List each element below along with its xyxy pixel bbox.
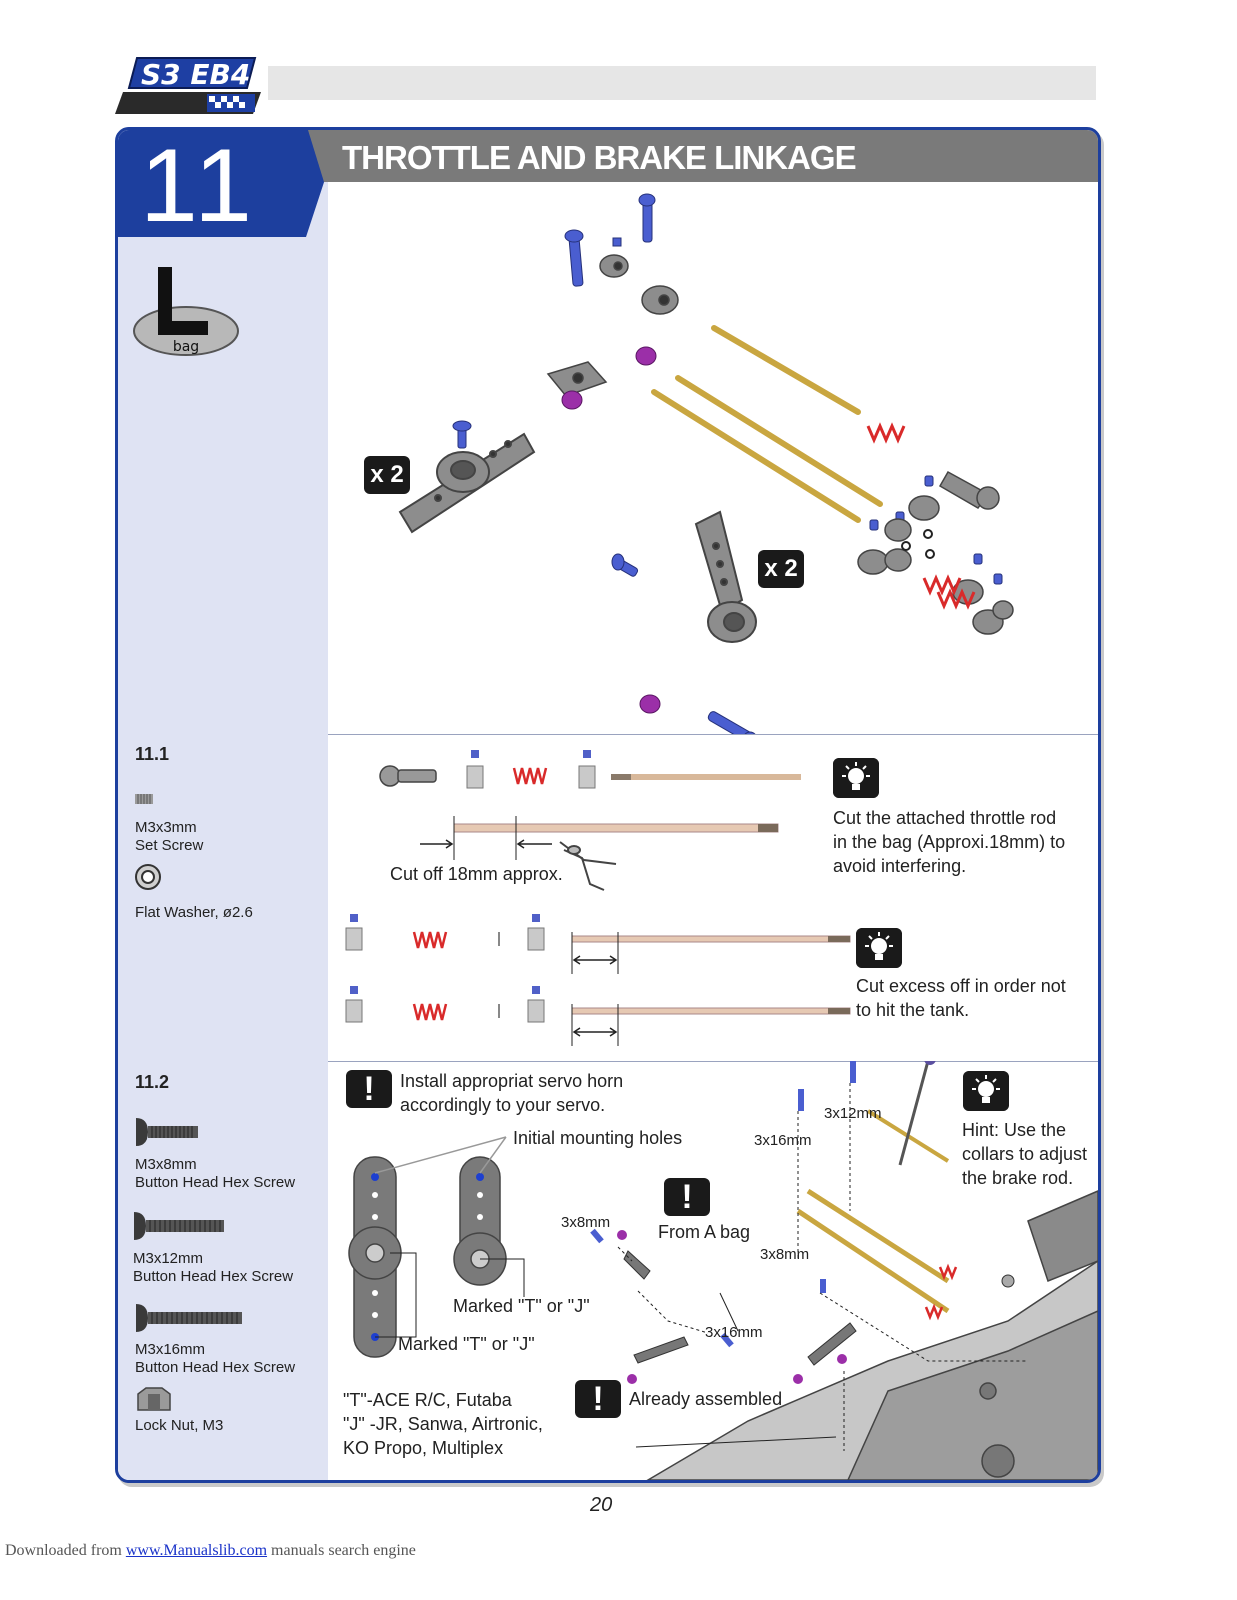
manualslib-link[interactable]: www.Manualslib.com <box>125 1542 268 1559</box>
part-name-m3x3: M3x3mm <box>135 819 197 836</box>
hint-throttle-rod-1: Cut the attached throttle rod <box>833 808 1057 828</box>
servo-horn <box>398 432 536 534</box>
hint-throttle-rod-3: avoid interfering. <box>833 856 967 876</box>
divider-11-2 <box>328 1061 1098 1062</box>
part-desc-m3x12: Button Head Hex Screw <box>133 1268 294 1285</box>
rod-cutting-diagram <box>345 750 851 1046</box>
servo-horn-install-diagram <box>348 1061 1098 1480</box>
pliers-icon <box>559 841 617 891</box>
flat-washer-icon <box>135 864 161 890</box>
hint-bulb-icon <box>856 928 902 968</box>
marked-tj-double: Marked "T" or "J" <box>398 1334 535 1354</box>
title-bar <box>308 130 1098 182</box>
already-assembled-label: Already assembled <box>629 1389 783 1409</box>
section-number-11-1: 11.1 <box>135 744 170 764</box>
dim-3x8mm-right: 3x8mm <box>760 1246 810 1263</box>
part-name-m3x8: M3x8mm <box>135 1156 197 1173</box>
assembly-parts <box>590 1061 1015 1384</box>
gray-collars <box>546 254 1014 635</box>
part-desc-m3x8: Button Head Hex Screw <box>135 1174 296 1191</box>
footer: Downloaded from www.Manualslib.com manua… <box>5 1542 416 1560</box>
brand-list-2: "J" -JR, Sanwa, Airtronic, <box>343 1414 543 1434</box>
part-name-m3x12: M3x12mm <box>133 1250 204 1267</box>
hint-collars-1: Hint: Use the <box>962 1120 1067 1140</box>
qty-badge-brake-arm: x 2 <box>758 550 804 588</box>
logo-text: S3 EB4 <box>141 58 250 91</box>
parts-sidebar <box>118 130 328 1480</box>
blue-screws <box>452 193 1003 734</box>
part-name-lock-nut: Lock Nut, M3 <box>135 1417 224 1434</box>
footer-prefix: Downloaded from <box>5 1542 126 1559</box>
brand-logo: S3 EB4 <box>115 57 261 114</box>
black-washers <box>901 529 935 559</box>
ball-link <box>379 765 437 787</box>
hint-bulb-icon <box>833 758 879 798</box>
step-number-block <box>118 130 328 237</box>
m3x16-screw-icon <box>136 1304 242 1332</box>
hint-cut-excess-2: to hit the tank. <box>856 1000 970 1020</box>
dim-3x16mm-bottom: 3x16mm <box>705 1324 763 1341</box>
servo-horn-double <box>348 1156 402 1358</box>
step-title: THROTTLE AND BRAKE LINKAGE <box>342 139 857 176</box>
step-number: 11 <box>140 128 256 244</box>
part-desc-m3x16: Button Head Hex Screw <box>135 1359 296 1376</box>
hint-bulb-icon <box>963 1071 1009 1111</box>
cut-off-label: Cut off 18mm approx. <box>390 864 563 884</box>
hint-cut-excess-1: Cut excess off in order not <box>856 976 1066 996</box>
from-a-bag-label: From A bag <box>658 1222 751 1242</box>
warning-icon: ! <box>575 1380 621 1418</box>
qty-badge-servo-horn: x 2 <box>364 456 410 494</box>
warning-icon: ! <box>346 1070 392 1108</box>
hint-throttle-rod-2: in the bag (Approxi.18mm) to <box>833 832 1066 852</box>
bag-badge: bag <box>133 267 239 356</box>
brand-list-1: "T"-ACE R/C, Futaba <box>343 1390 512 1410</box>
lock-nut-icon <box>137 1387 171 1411</box>
overview-exploded-diagram <box>398 193 1014 734</box>
divider-11-1 <box>328 734 1098 735</box>
part-name-washer: Flat Washer, ø2.6 <box>135 904 253 921</box>
m3x12-screw-icon <box>134 1212 224 1240</box>
brake-arm <box>694 510 757 643</box>
page-number: 20 <box>590 1494 613 1516</box>
m3x8-screw-icon <box>136 1118 198 1146</box>
warning-icon: ! <box>664 1178 710 1216</box>
marked-tj-single: Marked "T" or "J" <box>453 1296 590 1316</box>
set-screw-icon <box>135 794 153 804</box>
brand-list-3: KO Propo, Multiplex <box>343 1438 504 1458</box>
bag-label: bag <box>173 339 199 355</box>
red-springs <box>866 422 976 610</box>
step-frame: 11 THROTTLE AND BRAKE LINKAGE bag L <box>115 127 1101 1483</box>
warning-install-2: accordingly to your servo. <box>400 1095 606 1115</box>
dim-3x12mm: 3x12mm <box>824 1105 882 1122</box>
initial-holes-label: Initial mounting holes <box>513 1128 683 1148</box>
part-desc-m3x3: Set Screw <box>135 837 204 854</box>
dim-3x8mm-left: 3x8mm <box>561 1214 611 1231</box>
header-bar <box>268 66 1096 100</box>
hint-collars-2: collars to adjust <box>962 1144 1088 1164</box>
dim-3x16mm-top: 3x16mm <box>754 1132 812 1149</box>
gold-rods <box>651 325 883 523</box>
part-name-m3x16: M3x16mm <box>135 1341 206 1358</box>
purple-collars <box>561 346 661 714</box>
warning-install-1: Install appropriat servo horn <box>400 1071 624 1091</box>
section-number-11-2: 11.2 <box>135 1072 170 1092</box>
hint-collars-3: the brake rod. <box>962 1168 1074 1188</box>
footer-suffix: manuals search engine <box>267 1542 416 1559</box>
chassis <box>646 1190 1098 1480</box>
